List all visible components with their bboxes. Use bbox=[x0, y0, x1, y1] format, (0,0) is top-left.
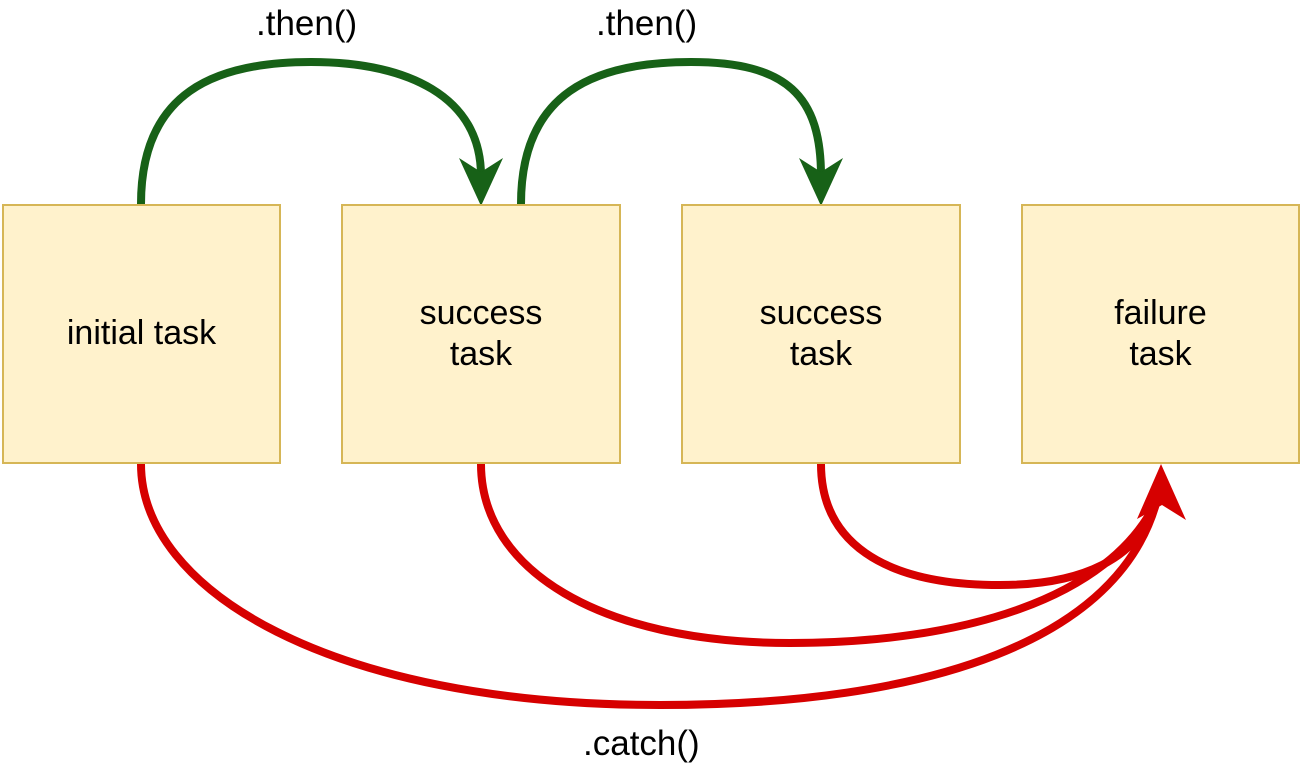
then-edge-initial-to-success1 bbox=[137, 57, 503, 206]
node-success-task-2[interactable]: success task bbox=[681, 204, 961, 464]
edge-label-catch: .catch() bbox=[583, 724, 700, 763]
then-edge-success1-to-success2 bbox=[517, 57, 843, 206]
catch-edge-success1-to-failure bbox=[477, 463, 1161, 648]
node-failure-task[interactable]: failure task bbox=[1021, 204, 1300, 464]
node-label: success task bbox=[419, 293, 543, 373]
arrowhead-up-icon bbox=[1137, 464, 1186, 520]
edge-label-then-2: .then() bbox=[596, 4, 698, 43]
arrowhead-down-icon bbox=[799, 158, 843, 206]
node-success-task-1[interactable]: success task bbox=[341, 204, 621, 464]
node-initial-task[interactable]: initial task bbox=[2, 204, 281, 464]
node-label: initial task bbox=[66, 314, 217, 353]
catch-arrowhead-group bbox=[1137, 464, 1186, 520]
arrowhead-down-icon bbox=[459, 158, 503, 206]
catch-edge-success2-to-failure bbox=[817, 463, 1161, 590]
node-label: success task bbox=[759, 293, 883, 373]
edge-label-then-1: .then() bbox=[256, 4, 358, 43]
catch-edge-initial-to-failure bbox=[137, 463, 1161, 710]
node-label: failure task bbox=[1114, 293, 1207, 373]
